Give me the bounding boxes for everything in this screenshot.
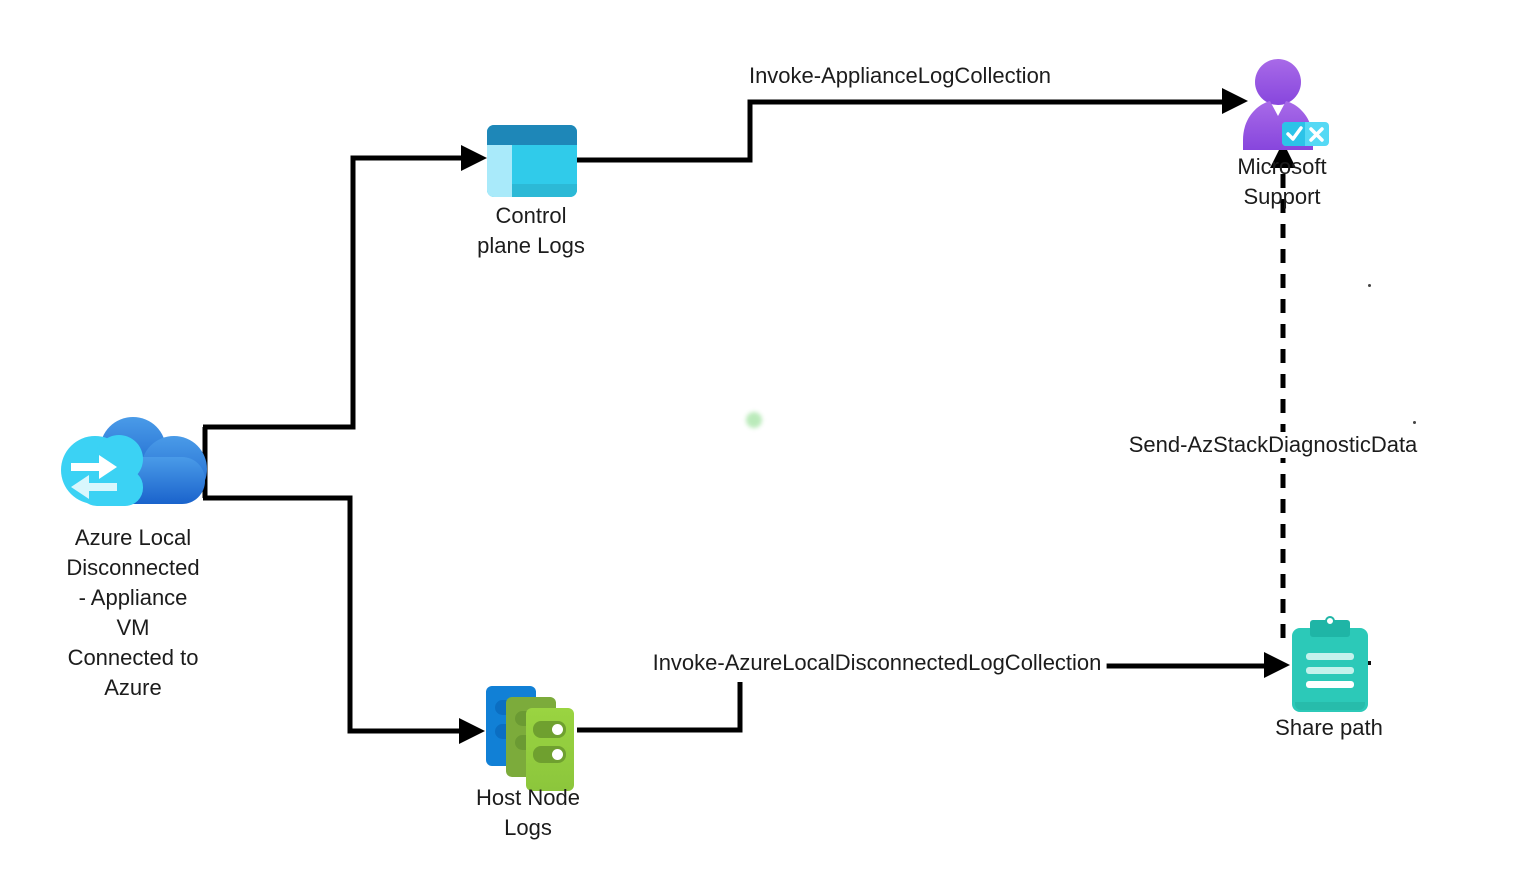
edge-source-to-control-plane bbox=[203, 155, 462, 430]
window-title-bar bbox=[487, 125, 577, 145]
edge-control-plane-to-support bbox=[577, 99, 1222, 163]
stray-dot bbox=[1368, 284, 1371, 287]
clipboard-text-line bbox=[1306, 653, 1354, 660]
stray-speck bbox=[746, 412, 762, 428]
azure-hybrid-cloud-icon bbox=[55, 407, 207, 509]
support-person-icon bbox=[1236, 52, 1332, 152]
server-stack-icon bbox=[486, 686, 578, 792]
share-path-label: Share path bbox=[1275, 715, 1383, 740]
clipboard-icon bbox=[1292, 616, 1368, 712]
server-card-front bbox=[526, 708, 574, 791]
check-x-badge bbox=[1282, 122, 1329, 146]
edge-source-to-host-node bbox=[203, 495, 460, 734]
arrowhead-support-up bbox=[1270, 142, 1296, 168]
clipboard-hole bbox=[1325, 616, 1335, 626]
front-cloud-shape bbox=[61, 435, 143, 506]
edge-host-node-to-label bbox=[577, 682, 743, 733]
x-icon bbox=[1309, 127, 1324, 142]
host-node-label: Host Node Logs bbox=[476, 785, 580, 840]
control-plane-label: Control plane Logs bbox=[477, 203, 585, 258]
edge-label-send-diagnostic-data: Send-AzStackDiagnosticData bbox=[1123, 432, 1423, 458]
window-bottom-shade bbox=[512, 184, 577, 197]
stray-dot bbox=[1413, 421, 1416, 424]
arrowhead-control-plane bbox=[461, 145, 487, 171]
transfer-arrows-icon bbox=[71, 455, 117, 499]
arrowhead-share-path bbox=[1264, 652, 1290, 678]
check-icon bbox=[1286, 126, 1303, 141]
arrowhead-host-node bbox=[459, 718, 485, 744]
clipboard-text-line bbox=[1306, 681, 1354, 688]
person-head bbox=[1255, 59, 1301, 105]
window-logs-icon bbox=[487, 125, 577, 197]
clipboard-clip bbox=[1310, 620, 1350, 637]
arrowhead-support bbox=[1222, 88, 1248, 114]
source-node-label: Azure Local Disconnected - Appliance VM … bbox=[66, 525, 200, 700]
support-label: Microsoft Support bbox=[1237, 154, 1327, 209]
edge-label-appliance-log-collection: Invoke-ApplianceLogCollection bbox=[748, 63, 1052, 88]
clipboard-text-line bbox=[1306, 667, 1354, 674]
window-left-pane bbox=[487, 145, 512, 197]
edge-label-local-disconnected-log-collection: Invoke-AzureLocalDisconnectedLogCollecti… bbox=[647, 650, 1107, 676]
